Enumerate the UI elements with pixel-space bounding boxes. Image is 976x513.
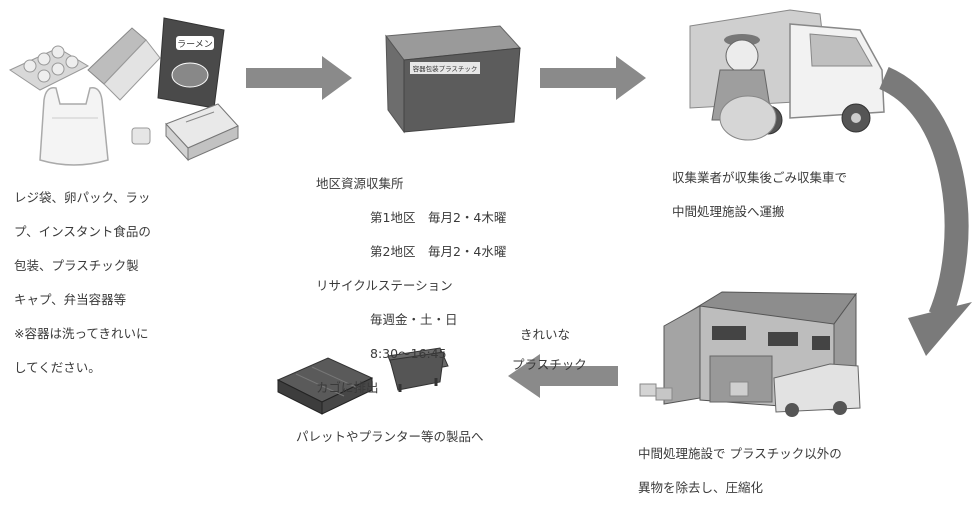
transport-line-2: 中間処理施設へ運搬 bbox=[672, 204, 785, 219]
collection-bin-illustration: 容器包装プラスチック bbox=[385, 25, 522, 134]
waste-items-line: プ、インスタント食品の bbox=[14, 224, 151, 239]
clean-plastic-line-2: プラスチック bbox=[512, 357, 587, 372]
plastic-bag-icon bbox=[39, 87, 109, 166]
district1-schedule: 第1地区 毎月2・4木曜 bbox=[370, 210, 507, 225]
bento-container-icon bbox=[165, 103, 239, 162]
facility-line-1: 中間処理施設で プラスチック以外の bbox=[638, 446, 842, 461]
plastic-waste-illustration: ラーメン bbox=[8, 17, 239, 166]
collection-info: 地区資源収集所 第1地区 毎月2・4木曜 第2地区 毎月2・4水曜 リサイクルス… bbox=[316, 158, 556, 413]
facility-caption: 中間処理施設で プラスチック以外の 異物を除去し、圧縮化 bbox=[638, 428, 938, 513]
noodle-package-icon: ラーメン bbox=[157, 17, 225, 109]
clean-plastic-label: きれいな プラスチック bbox=[512, 312, 632, 387]
flow-arrow-2 bbox=[540, 56, 646, 100]
district2-schedule: 第2地区 毎月2・4水曜 bbox=[370, 244, 507, 259]
noodle-label: ラーメン bbox=[177, 39, 213, 50]
clean-plastic-line-1: きれいな bbox=[520, 327, 571, 342]
transport-caption: 収集業者が収集後ごみ収集車で 中間処理施設へ運搬 bbox=[672, 152, 932, 237]
recycle-station-title: リサイクルステーション bbox=[316, 278, 453, 293]
disposal-note: カゴに排出 bbox=[316, 380, 379, 395]
waste-items-line: 包装、プラスチック製 bbox=[14, 258, 139, 273]
recycling-flow-diagram: ラーメン 容器包装プラスチック bbox=[8, 9, 972, 417]
processing-facility-illustration bbox=[639, 291, 861, 417]
station-days: 毎週金・土・日 bbox=[370, 312, 458, 327]
waste-items-line: レジ袋、卵パック、ラッ bbox=[14, 190, 151, 205]
planter-icon bbox=[387, 347, 449, 392]
wrap-roll-icon bbox=[87, 27, 161, 101]
bottle-cap-icon bbox=[131, 127, 151, 145]
flow-arrow-1 bbox=[246, 56, 352, 100]
station-hours: 8:30〜16:45 bbox=[370, 346, 447, 361]
bin-label: 容器包装プラスチック bbox=[413, 64, 478, 73]
pallet-icon bbox=[276, 357, 374, 415]
waste-items-caption: レジ袋、卵パック、ラッ プ、インスタント食品の 包装、プラスチック製 キャプ、弁… bbox=[14, 172, 244, 393]
flow-arrow-3 bbox=[508, 354, 618, 398]
waste-items-line: してください。 bbox=[14, 360, 101, 375]
collection-worker-icon bbox=[711, 34, 777, 141]
curved-flow-arrow bbox=[878, 66, 972, 356]
waste-items-line: ※容器は洗ってきれいに bbox=[14, 326, 149, 341]
waste-items-line: キャプ、弁当容器等 bbox=[14, 292, 127, 307]
egg-pack-icon bbox=[8, 45, 90, 91]
products-final-caption: パレットやプランター等の製品へ bbox=[296, 429, 484, 444]
collection-point-title: 地区資源収集所 bbox=[316, 176, 404, 191]
facility-line-2: 異物を除去し、圧縮化 bbox=[638, 480, 764, 495]
transport-line-1: 収集業者が収集後ごみ収集車で bbox=[672, 170, 848, 185]
